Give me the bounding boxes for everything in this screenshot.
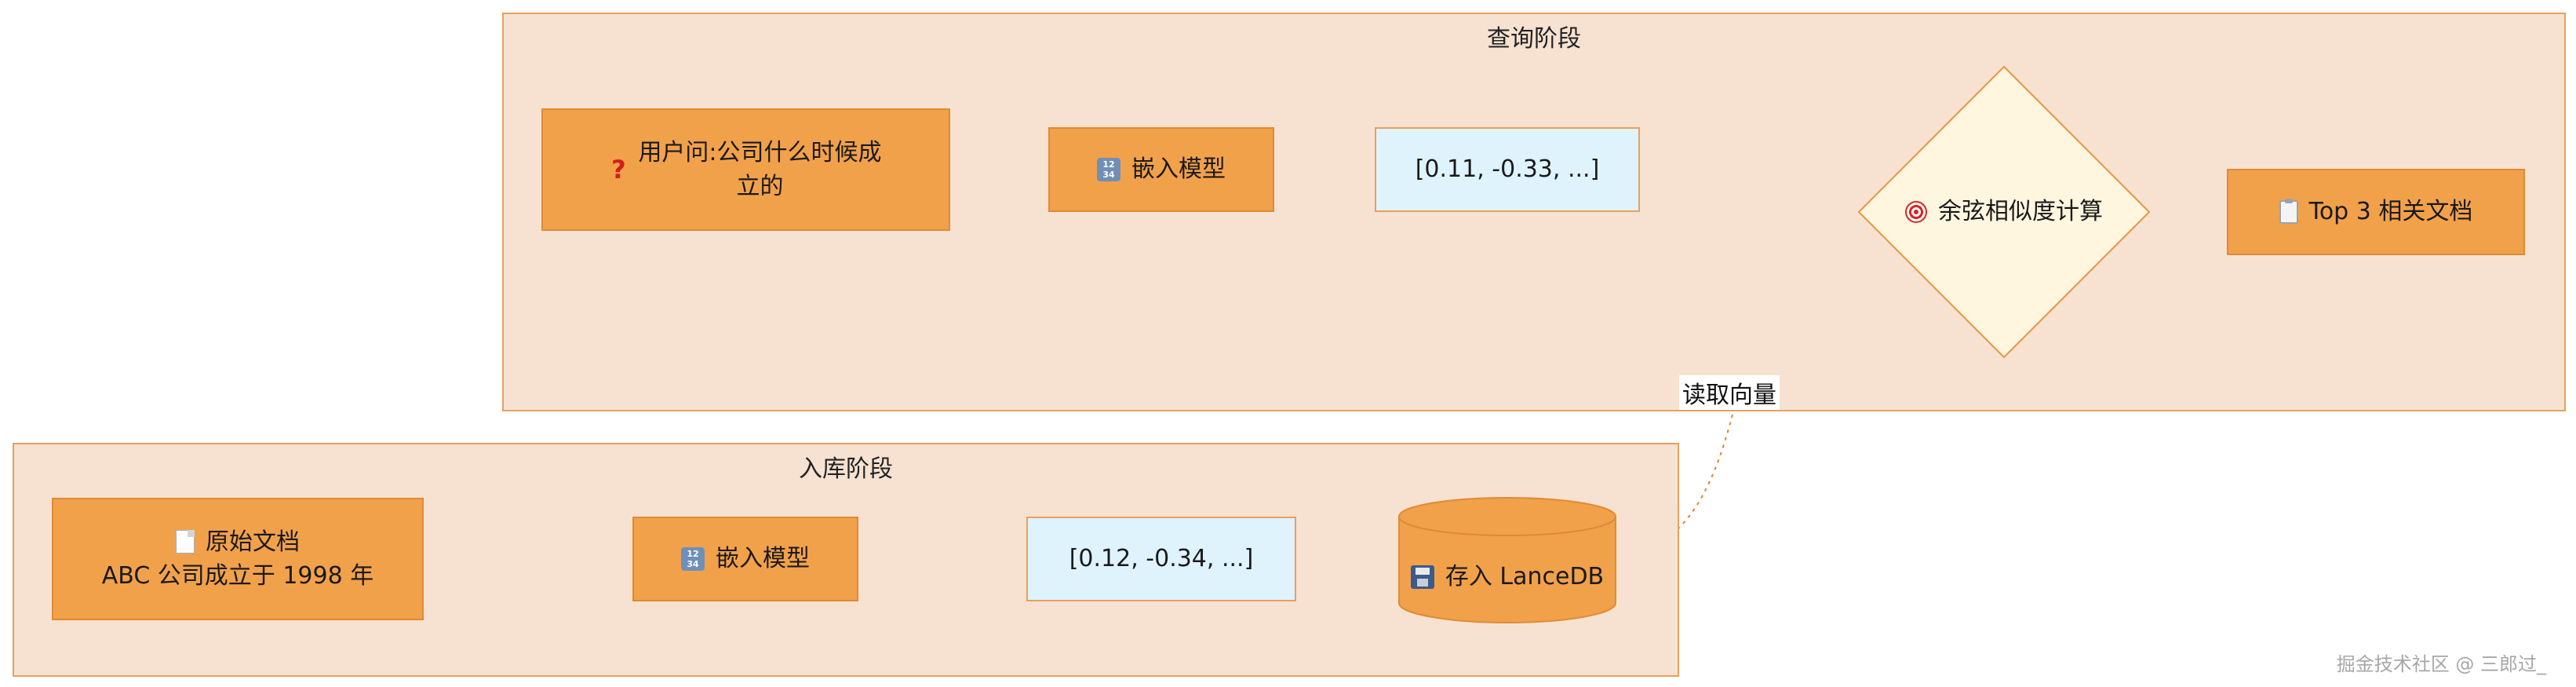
question-mark-icon: ? <box>611 154 626 185</box>
embedding-model-label-query: 嵌入模型 <box>1131 155 1226 184</box>
target-icon <box>1905 201 1927 223</box>
query-vector-node[interactable]: [0.11, -0.33, ...] <box>1375 127 1640 212</box>
query-stage-title: 查询阶段 <box>1487 25 1581 53</box>
cosine-similarity-label: 余弦相似度计算 <box>1938 198 2103 226</box>
question-node[interactable]: ? 用户问:公司什么时候成 立的 <box>541 108 950 231</box>
query-vector-label: [0.11, -0.33, ...] <box>1415 155 1600 184</box>
source-document-node[interactable]: 原始文档 ABC 公司成立于 1998 年 <box>52 498 424 620</box>
top3-docs-node[interactable]: Top 3 相关文档 <box>2227 169 2525 255</box>
database-cylinder-shape <box>1398 497 1616 623</box>
ingest-vector-label: [0.12, -0.34, ...] <box>1069 545 1254 573</box>
top3-docs-label: Top 3 相关文档 <box>2308 198 2473 226</box>
cosine-diamond-shape <box>1857 65 2151 359</box>
clipboard-icon <box>2279 199 2298 224</box>
ingest-vector-node[interactable]: [0.12, -0.34, ...] <box>1026 517 1296 601</box>
page-icon <box>175 530 195 554</box>
read-vectors-edge-label: 读取向量 <box>1679 375 1780 410</box>
cosine-similarity-node[interactable]: 余弦相似度计算 <box>1883 181 2125 243</box>
source-document-line-1: 原始文档 <box>205 528 300 556</box>
floppy-disk-icon <box>1410 565 1434 589</box>
ingest-stage-title: 入库阶段 <box>799 455 893 483</box>
question-line-2: 立的 <box>736 173 784 200</box>
embedding-model-label-ingest: 嵌入模型 <box>716 545 810 573</box>
store-lancedb-label: 存入 LanceDB <box>1445 563 1605 591</box>
store-lancedb-node[interactable]: 存入 LanceDB <box>1405 542 1610 612</box>
watermark: 掘金技术社区 @ 三郎过_ <box>2336 653 2546 675</box>
question-line-1: 用户问:公司什么时候成 <box>638 138 882 166</box>
source-document-line-2: ABC 公司成立于 1998 年 <box>101 562 374 590</box>
